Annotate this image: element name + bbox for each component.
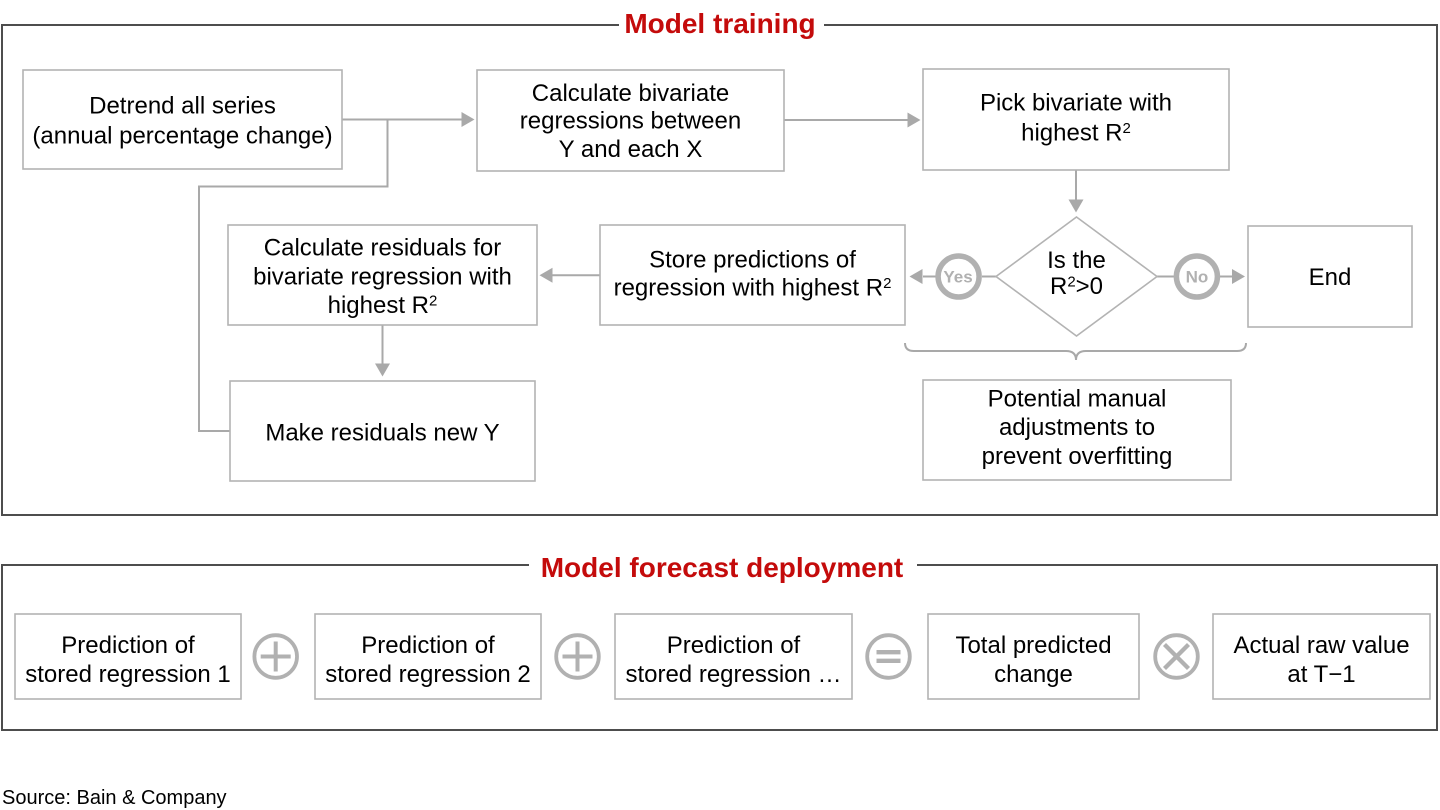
svg-text:No: No xyxy=(1186,268,1209,287)
svg-text:Store predictions of: Store predictions of xyxy=(649,247,856,274)
svg-text:bivariate regression with: bivariate regression with xyxy=(253,264,512,291)
svg-text:Potential manual: Potential manual xyxy=(988,386,1167,413)
svg-text:stored regression 1: stored regression 1 xyxy=(25,661,230,688)
svg-text:Total predicted: Total predicted xyxy=(955,632,1111,659)
svg-text:highest R2: highest R2 xyxy=(328,292,438,319)
svg-text:adjustments to: adjustments to xyxy=(999,414,1155,441)
svg-text:Prediction of: Prediction of xyxy=(667,632,801,659)
svg-text:Pick bivariate with: Pick bivariate with xyxy=(980,90,1172,117)
svg-text:Y and each X: Y and each X xyxy=(559,136,703,163)
svg-text:Model forecast deployment: Model forecast deployment xyxy=(541,552,904,583)
svg-text:change: change xyxy=(994,661,1073,688)
svg-text:Detrend all series: Detrend all series xyxy=(89,92,276,119)
svg-text:Is the: Is the xyxy=(1047,247,1106,274)
svg-text:Model training: Model training xyxy=(624,8,815,39)
svg-text:regressions between: regressions between xyxy=(520,108,741,135)
svg-text:Prediction of: Prediction of xyxy=(361,632,495,659)
svg-text:Actual raw value: Actual raw value xyxy=(1233,632,1409,659)
svg-text:Prediction of: Prediction of xyxy=(61,632,195,659)
svg-text:End: End xyxy=(1309,264,1352,291)
svg-text:stored regression 2: stored regression 2 xyxy=(325,661,530,688)
svg-text:Make residuals new Y: Make residuals new Y xyxy=(265,420,499,447)
svg-text:(annual percentage change): (annual percentage change) xyxy=(32,123,332,150)
svg-text:Yes: Yes xyxy=(943,268,972,287)
svg-text:Source: Bain & Company: Source: Bain & Company xyxy=(2,787,227,809)
svg-text:Calculate residuals for: Calculate residuals for xyxy=(264,235,501,262)
svg-text:stored regression …: stored regression … xyxy=(625,661,841,688)
svg-text:regression with highest R2: regression with highest R2 xyxy=(614,275,892,302)
svg-text:Calculate bivariate: Calculate bivariate xyxy=(532,80,729,107)
svg-text:R2>0: R2>0 xyxy=(1050,273,1103,300)
svg-text:prevent overfitting: prevent overfitting xyxy=(982,443,1173,470)
svg-text:highest R2: highest R2 xyxy=(1021,119,1131,146)
svg-text:at T−1: at T−1 xyxy=(1287,661,1355,688)
